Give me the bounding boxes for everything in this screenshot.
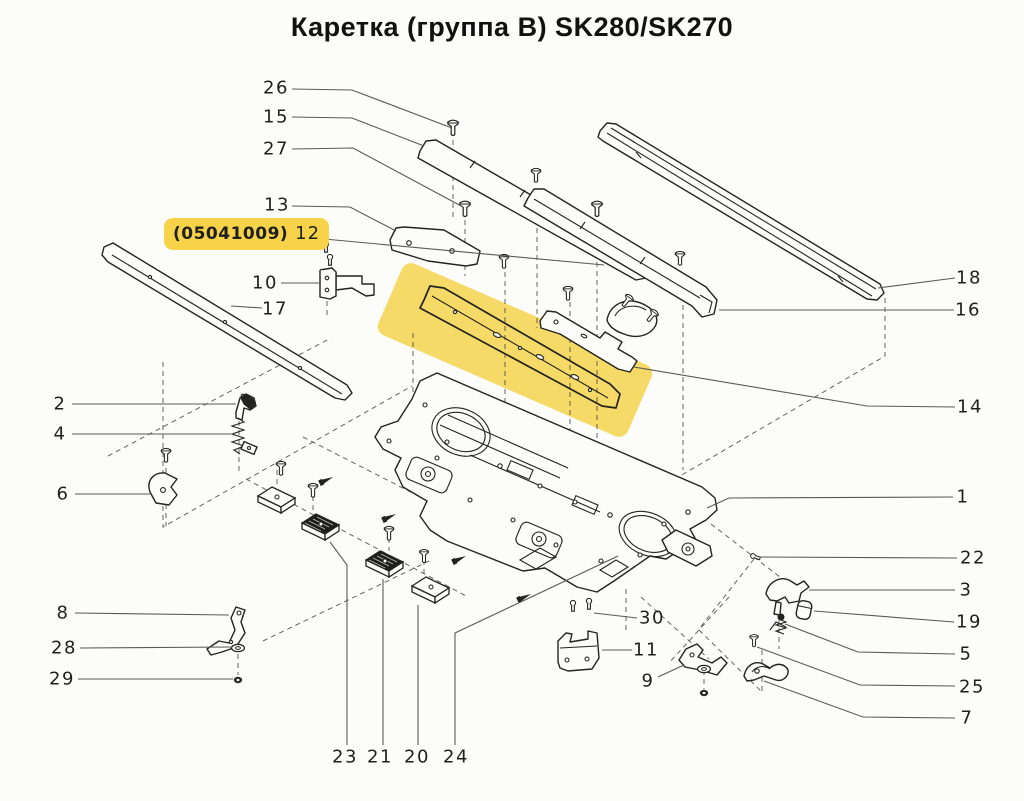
- leader-line-14: [633, 366, 956, 408]
- leader-line-28: [79, 646, 233, 649]
- leader-line-1: [706, 496, 954, 509]
- bracket-6-part: [148, 447, 178, 506]
- leader-line-7: [763, 680, 956, 719]
- screw-22-part: [749, 552, 762, 562]
- rail-18-part: [597, 122, 885, 301]
- leader-lines: [72, 88, 958, 745]
- leader-line-24: [454, 555, 619, 745]
- leader-line-18: [877, 277, 956, 289]
- lever-2-part: [235, 393, 257, 421]
- leader-line-5: [784, 623, 956, 655]
- washer-28-part: [230, 643, 246, 653]
- strap-9-part: [678, 643, 728, 697]
- leader-line-25: [756, 646, 956, 687]
- bracket-10-part: [319, 240, 375, 300]
- leader-line-19: [813, 610, 955, 623]
- highlighted-part-number: 12: [295, 223, 321, 244]
- bar-16-part: [523, 188, 718, 318]
- leader-line-27: [291, 147, 464, 208]
- leader-line-8: [74, 612, 230, 616]
- leader-line-13: [291, 205, 397, 232]
- highlighted-part-badge[interactable]: (05041009) 12: [164, 218, 330, 250]
- plate-14-part: [539, 310, 638, 373]
- bracket-7-part: [743, 662, 789, 682]
- right-parts-cluster: [743, 552, 813, 682]
- leader-line-9: [657, 664, 685, 678]
- leader-line-26: [291, 88, 453, 129]
- bracket-11-part: [557, 597, 600, 672]
- rail-17-part: [101, 242, 353, 401]
- clamp-5-part: [769, 613, 788, 635]
- part-12-highlight: [377, 263, 653, 437]
- screw-25-part: [749, 634, 759, 648]
- nut-29-part: [233, 676, 243, 684]
- lever-3-part: [765, 578, 810, 604]
- spring-4-part: [230, 417, 258, 456]
- leader-line-17: [230, 305, 263, 309]
- highlighted-part-code: (05041009): [173, 223, 289, 244]
- leader-line-23: [329, 541, 348, 745]
- leader-line-15: [291, 116, 425, 147]
- carriage-base-part: [374, 372, 718, 593]
- leader-line-30: [593, 612, 638, 619]
- lever-8-part: [206, 606, 246, 656]
- cap-19-part: [795, 599, 813, 621]
- page-title: Каретка (группа B) SK280/SK270: [290, 12, 734, 42]
- part-12-plate: [419, 285, 621, 409]
- leader-line-12: [291, 235, 605, 266]
- leader-line-22: [759, 556, 958, 559]
